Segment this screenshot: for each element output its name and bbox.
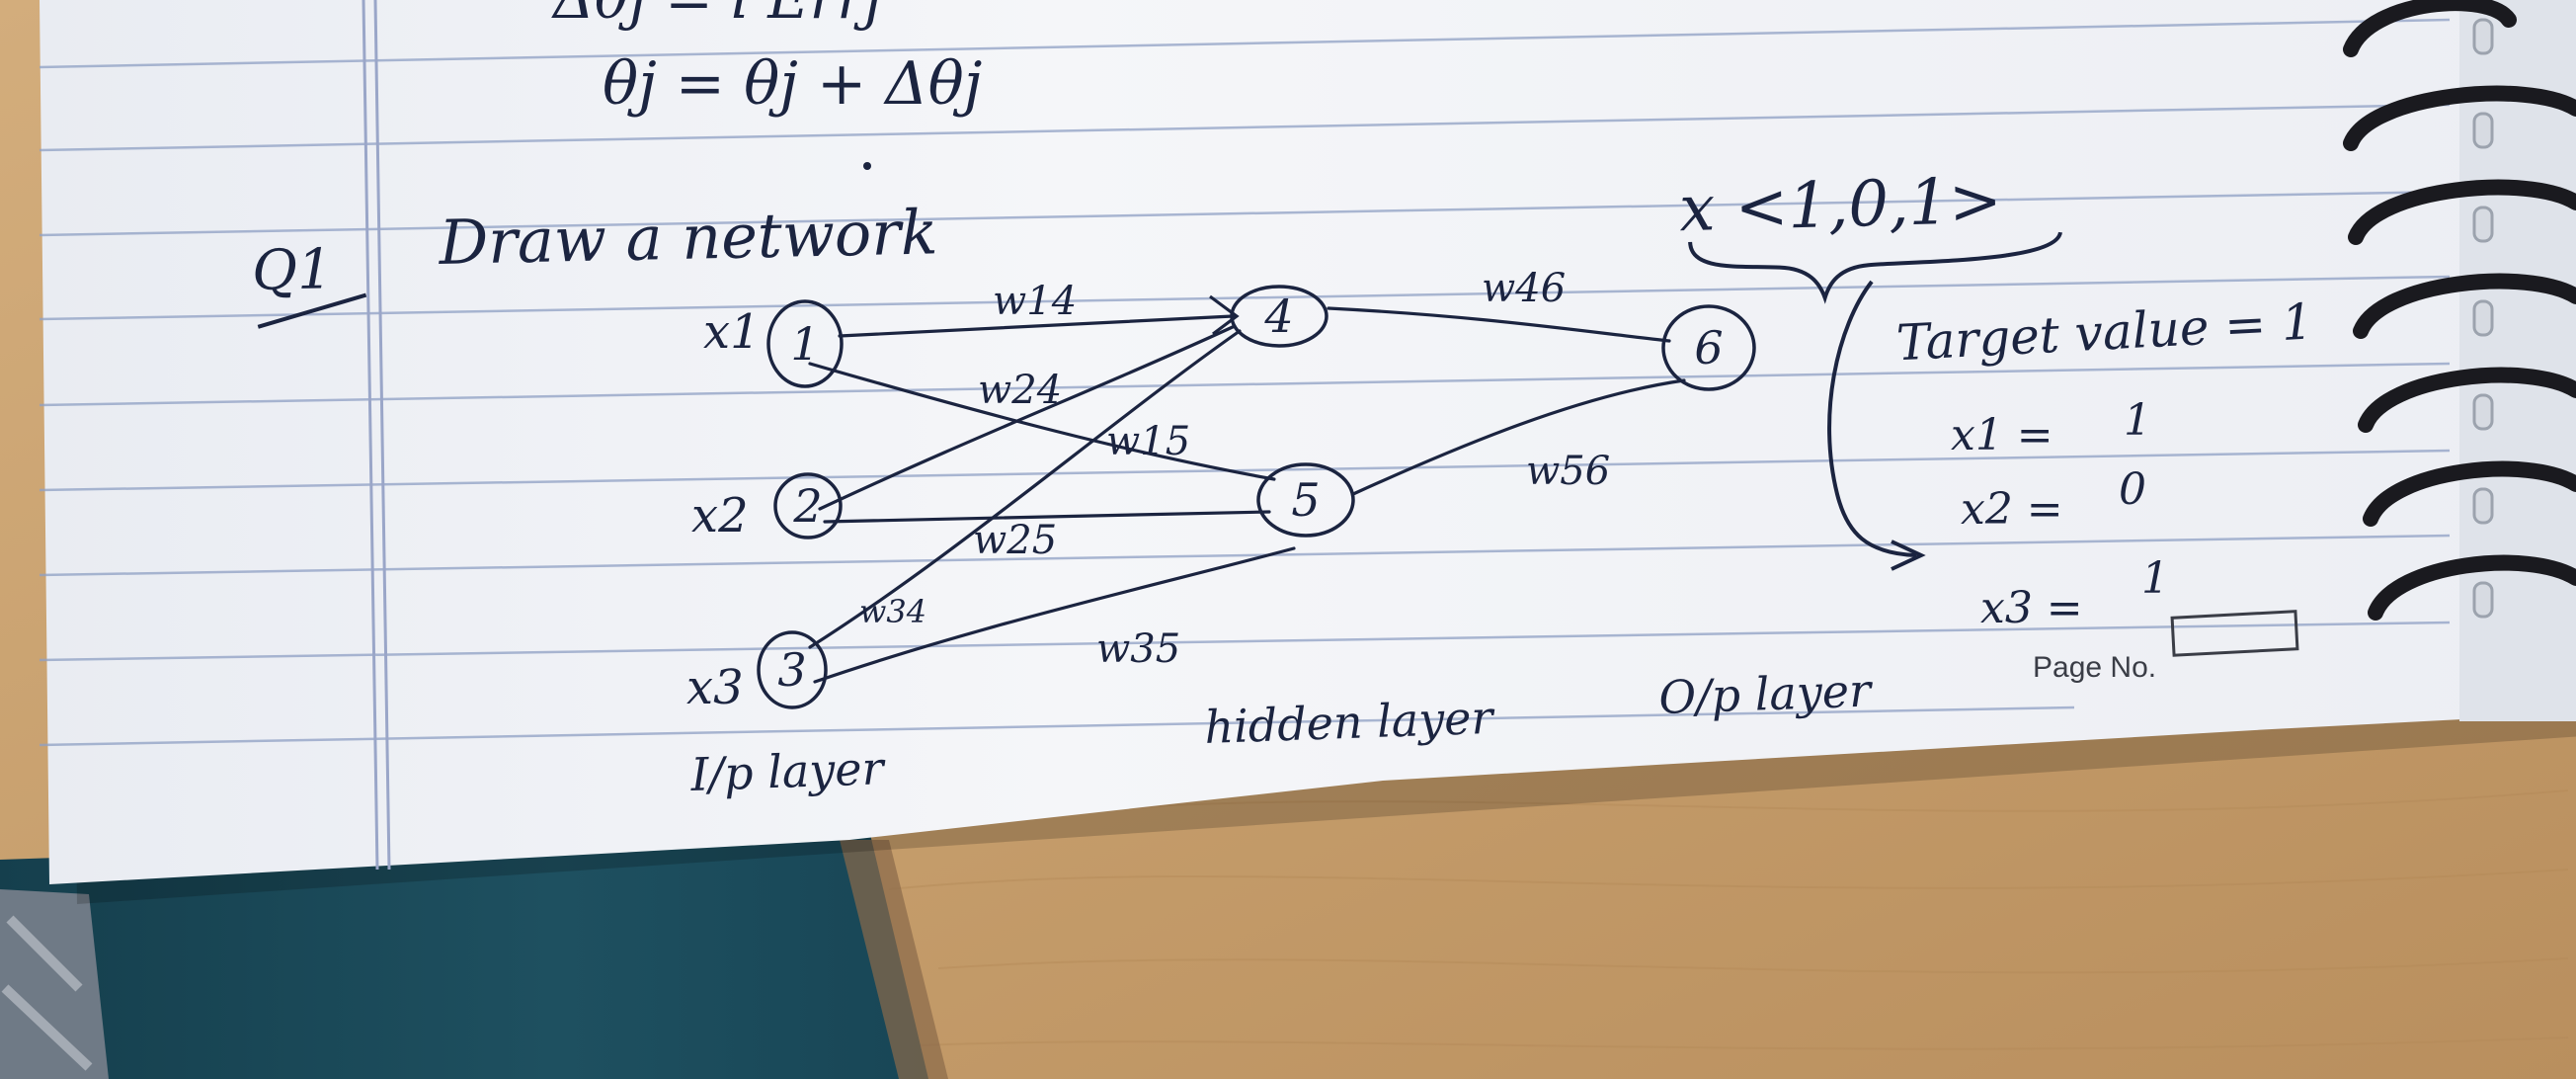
question-text: Draw a network [438, 196, 938, 279]
weight-w15: w15 [1106, 419, 1190, 464]
edge-w15 [808, 362, 1276, 481]
input-value-x2: 0 [2119, 464, 2146, 515]
question-number: Q1 [251, 237, 333, 303]
vector-brace [1688, 231, 2062, 304]
target-bracket [1827, 280, 1917, 557]
weight-w46: w46 [1482, 266, 1566, 311]
board-edge [840, 840, 948, 1079]
arrowheads-node4 [1209, 294, 1240, 336]
node-1-label: 1 [790, 317, 819, 371]
ink-dot [863, 162, 871, 170]
input-value-label-x3: x3 = [1980, 583, 2083, 633]
weight-w25: w25 [973, 518, 1057, 563]
notebook-page [40, 0, 2576, 884]
node-4 [1230, 285, 1328, 348]
weight-w35: w35 [1096, 626, 1180, 672]
edge-w25 [823, 510, 1271, 524]
layer-label-output: O/p layer [1657, 663, 1874, 724]
input-value-label-x1: x1 = [1951, 410, 2053, 460]
network-edges [808, 306, 1686, 684]
edge-w24 [818, 324, 1237, 511]
input-label-x3: x3 [686, 660, 744, 715]
edge-w14 [838, 314, 1235, 338]
layer-label-hidden: hidden layer [1203, 691, 1496, 754]
formula-update: θj = θj + Δθj [603, 49, 982, 119]
input-label-x1: x1 [703, 304, 761, 360]
formula-top: Δθj = l Errj [551, 0, 882, 32]
network-nodes [757, 285, 1756, 709]
page-no-box [2170, 610, 2299, 657]
node-2-label: 2 [792, 479, 822, 533]
bracket-arrowhead [1891, 540, 1926, 571]
node-6 [1661, 304, 1756, 391]
node-2 [773, 472, 843, 540]
input-vector: x <1,0,1> [1678, 165, 2002, 247]
input-value-x1: 1 [2124, 395, 2151, 446]
node-5 [1256, 462, 1355, 538]
input-value-x3: 1 [2141, 553, 2169, 604]
question-underline [257, 292, 367, 329]
weight-w14: w14 [993, 279, 1077, 324]
input-label-x2: x2 [691, 488, 749, 543]
input-value-label-x2: x2 = [1961, 484, 2063, 535]
layer-label-input: I/p layer [688, 741, 887, 801]
wood-grain [868, 789, 2569, 1050]
edge-w56 [1351, 378, 1686, 496]
weight-w24: w24 [978, 368, 1062, 413]
weight-w56: w56 [1526, 449, 1610, 494]
weight-w34: w34 [859, 593, 926, 630]
node-6-label: 6 [1694, 321, 1723, 374]
page-no-label: Page No. [2033, 651, 2156, 684]
node-3-label: 3 [777, 643, 806, 697]
edge-w46 [1327, 306, 1671, 343]
node-1 [766, 299, 844, 388]
spiral-binding [2343, 0, 2576, 721]
fabric-stripes [1, 915, 93, 1071]
teal-cloth [0, 830, 928, 1079]
node-3 [757, 630, 828, 709]
edge-w34 [808, 329, 1242, 649]
margin-line [362, 0, 391, 871]
node-5-label: 5 [1291, 473, 1320, 527]
node-4-label: 4 [1263, 290, 1293, 343]
edge-w35 [813, 546, 1296, 684]
